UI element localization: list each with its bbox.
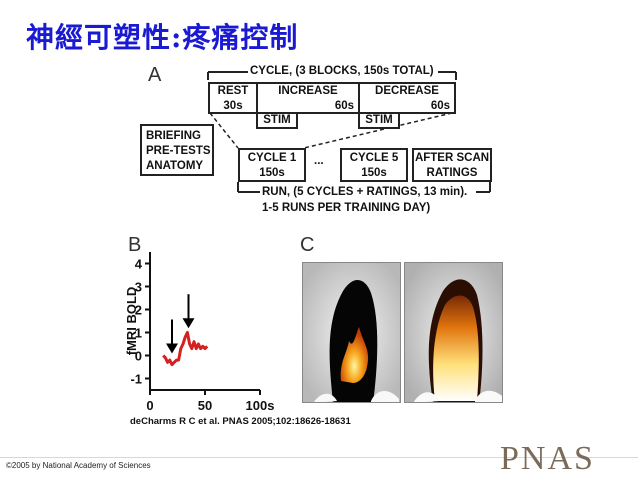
briefing-line-3: ANATOMY (146, 160, 204, 172)
cycle1-time: 150s (259, 167, 285, 179)
cycle1-label: CYCLE 1 (247, 152, 297, 164)
decrease-block: DECREASE 60s (358, 82, 456, 114)
ratings-label: RATINGS (426, 167, 478, 179)
increase-time: 60s (334, 100, 354, 112)
rest-time: 30s (223, 100, 243, 112)
x-tick-label: 50 (198, 398, 212, 413)
y-tick-label: 4 (135, 257, 143, 272)
cycle1-block: CYCLE 1 150s (238, 148, 306, 182)
cycle5-block: CYCLE 5 150s (340, 148, 408, 182)
copyright-notice: ©2005 by National Academy of Sciences (6, 461, 151, 470)
after-scan-label: AFTER SCAN (414, 152, 490, 164)
run-label: RUN, (5 CYCLES + RATINGS, 13 min). (262, 186, 468, 198)
y-tick-label: -1 (130, 372, 142, 387)
pnas-logo: PNAS (500, 440, 595, 477)
stim-block-2: STIM (358, 112, 400, 129)
briefing-line-2: PRE-TESTS (146, 145, 211, 157)
brain-image-left (302, 262, 401, 403)
cycle-ellipsis: ... (314, 155, 324, 167)
rest-block: REST 30s (208, 82, 258, 114)
citation: deCharms R C et al. PNAS 2005;102:18626-… (130, 416, 351, 427)
y-tick-label: 2 (135, 303, 142, 318)
cycle5-time: 150s (361, 167, 387, 179)
decrease-label: DECREASE (375, 85, 439, 97)
bold-trace-line (162, 331, 209, 367)
increase-block: INCREASE 60s (256, 82, 360, 114)
decrease-time: 60s (430, 100, 450, 112)
rest-label: REST (217, 85, 249, 97)
briefing-block: BRIEFING PRE-TESTS ANATOMY (140, 124, 214, 176)
brain-image-right (404, 262, 503, 403)
stim-block-1: STIM (256, 112, 298, 129)
panel-c-letter: C (300, 234, 315, 256)
x-tick-label: 0 (146, 398, 153, 413)
increase-label: INCREASE (278, 85, 338, 97)
bold-chart: 4 3 2 1 0 -1 0 50 100s fMRI BOLD (124, 252, 275, 413)
y-tick-label: 1 (135, 326, 142, 341)
x-tick-label: 100s (246, 398, 275, 413)
briefing-line-1: BRIEFING (146, 130, 201, 142)
cycle5-label: CYCLE 5 (349, 152, 399, 164)
flame-large-illustration (405, 263, 502, 402)
footer-divider (0, 457, 638, 458)
arrow-head (182, 318, 195, 329)
y-tick-label: 0 (135, 349, 142, 364)
flame-small-illustration (303, 263, 400, 402)
panel-a-letter: A (148, 64, 162, 86)
after-scan-block: AFTER SCAN RATINGS (412, 148, 492, 182)
panel-b-letter: B (128, 234, 142, 256)
y-axis-label: fMRI BOLD (124, 287, 139, 356)
runs-per-day-label: 1-5 RUNS PER TRAINING DAY) (262, 202, 431, 214)
cycle-label: CYCLE, (3 BLOCKS, 150s TOTAL) (250, 65, 434, 77)
y-tick-label: 3 (135, 280, 142, 295)
slide-title: 神經可塑性:疼痛控制 (26, 21, 299, 54)
arrow-head (166, 343, 178, 354)
